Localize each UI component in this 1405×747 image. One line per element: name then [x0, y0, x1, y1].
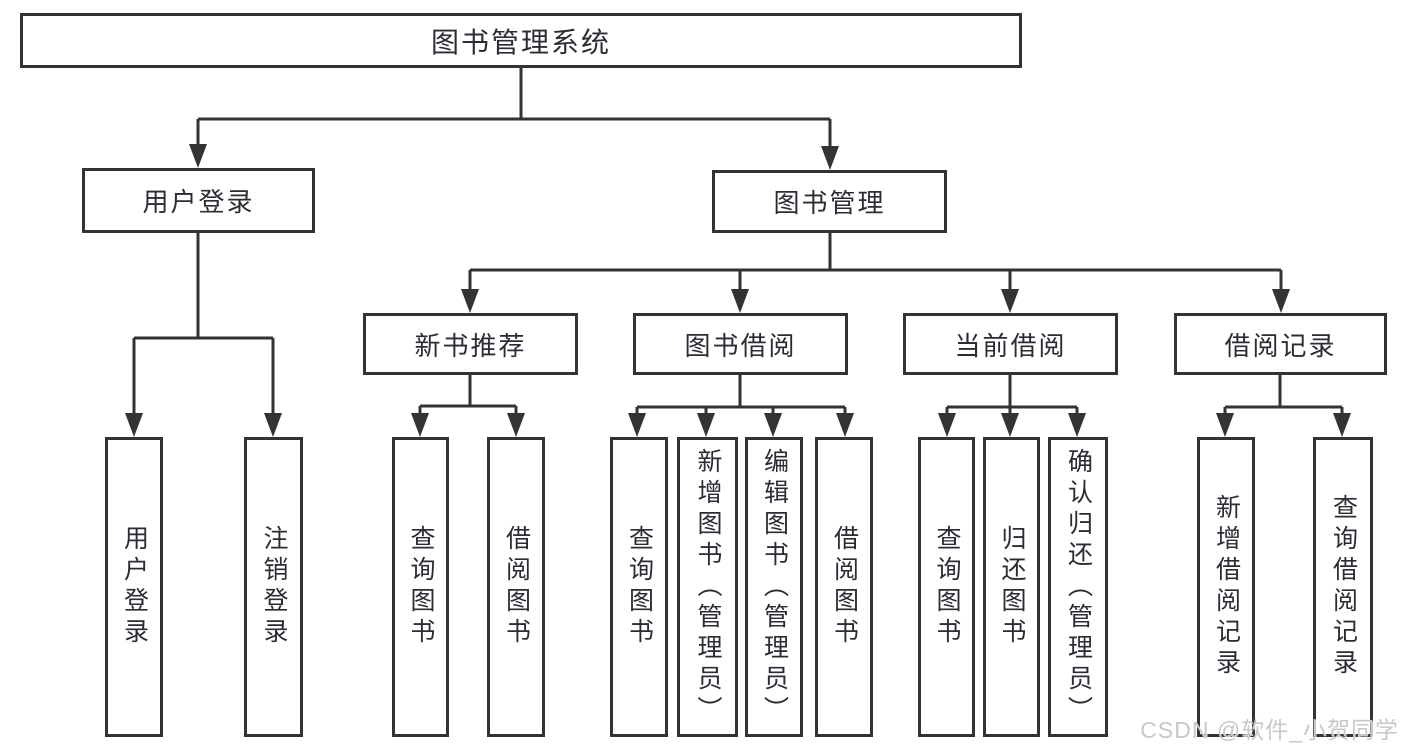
arrowhead: [461, 289, 479, 313]
leaf-box-logout: 注销登录: [244, 437, 303, 737]
leaf-label-bb-add-books: 新增图书（管理员）: [694, 447, 722, 727]
arrowhead: [1068, 413, 1086, 437]
node-box-borrow-records: 借阅记录: [1174, 313, 1387, 375]
leaf-label-bb-query-books: 查询图书: [625, 525, 654, 649]
node-box-root: 图书管理系统: [20, 13, 1022, 68]
node-label-root: 图书管理系统: [430, 26, 611, 58]
arrowhead: [938, 413, 956, 437]
node-box-current-borrow: 当前借阅: [903, 313, 1118, 375]
leaf-label-br-add-record: 新增借阅记录: [1212, 494, 1241, 680]
node-label-current-borrow: 当前借阅: [954, 330, 1067, 361]
leaf-box-login: 用户登录: [105, 437, 163, 737]
arrowhead: [628, 413, 646, 437]
leaf-box-bb-query-books: 查询图书: [610, 437, 668, 737]
node-label-new-books: 新书推荐: [414, 330, 527, 361]
arrowhead: [764, 413, 782, 437]
node-box-user-login: 用户登录: [82, 168, 315, 233]
csdn-watermark: CSDN @软件_小贺同学: [1140, 717, 1399, 743]
connector-book-mgmt: [468, 233, 1283, 296]
arrowhead: [507, 413, 525, 437]
arrowhead: [821, 146, 839, 170]
leaf-label-cb-query-books: 查询图书: [933, 525, 961, 649]
node-label-book-mgmt: 图书管理: [773, 188, 886, 218]
arrowhead: [125, 413, 143, 437]
connector-root: [196, 68, 832, 152]
arrowhead: [264, 413, 282, 437]
leaf-box-bb-add-books: 新增图书（管理员）: [677, 437, 738, 737]
node-box-new-books: 新书推荐: [363, 313, 578, 375]
leaf-label-bb-edit-books: 编辑图书（管理员）: [760, 447, 789, 727]
leaf-label-bb-borrow-books: 借阅图书: [830, 525, 859, 649]
connector-new-books: [418, 375, 518, 419]
arrowhead: [1272, 289, 1290, 313]
leaf-box-cb-return-books: 归还图书: [983, 437, 1040, 737]
leaf-box-cb-confirm-return: 确认归还（管理员）: [1048, 437, 1108, 737]
node-box-book-borrow: 图书借阅: [633, 313, 848, 375]
arrowhead: [836, 413, 854, 437]
leaf-label-logout: 注销登录: [260, 525, 288, 649]
arrowhead: [411, 413, 429, 437]
arrowhead: [1001, 289, 1019, 313]
connector-user-login: [132, 233, 275, 419]
arrowhead: [1216, 413, 1234, 437]
leaf-box-bb-edit-books: 编辑图书（管理员）: [745, 437, 803, 737]
leaf-label-cb-confirm-return: 确认归还（管理员）: [1064, 447, 1093, 727]
leaf-box-br-add-record: 新增借阅记录: [1197, 437, 1255, 737]
leaf-box-cb-query-books: 查询图书: [918, 437, 975, 737]
node-label-book-borrow: 图书借阅: [684, 330, 797, 361]
connector-borrow-records: [1223, 375, 1344, 419]
leaf-box-nb-borrow-books: 借阅图书: [487, 437, 545, 737]
leaf-label-nb-query-books: 查询图书: [407, 525, 435, 649]
leaf-label-login: 用户登录: [120, 525, 149, 649]
leaf-box-nb-query-books: 查询图书: [392, 437, 449, 737]
connector-current-borrow: [945, 375, 1079, 419]
arrowhead: [731, 289, 749, 313]
node-box-book-mgmt: 图书管理: [712, 170, 947, 233]
arrowheads: [125, 144, 1351, 437]
leaf-label-nb-borrow-books: 借阅图书: [502, 525, 531, 649]
arrowhead: [697, 413, 715, 437]
leaf-label-br-query-record: 查询借阅记录: [1329, 494, 1358, 680]
arrowhead: [189, 144, 207, 168]
arrowhead: [1333, 413, 1351, 437]
arrowhead: [1001, 413, 1019, 437]
node-label-borrow-records: 借阅记录: [1224, 330, 1337, 361]
connector-book-borrow: [635, 375, 847, 419]
leaf-label-cb-return-books: 归还图书: [998, 525, 1026, 649]
leaf-box-br-query-record: 查询借阅记录: [1313, 437, 1373, 737]
leaf-box-bb-borrow-books: 借阅图书: [815, 437, 873, 737]
node-label-user-login: 用户登录: [142, 187, 255, 217]
